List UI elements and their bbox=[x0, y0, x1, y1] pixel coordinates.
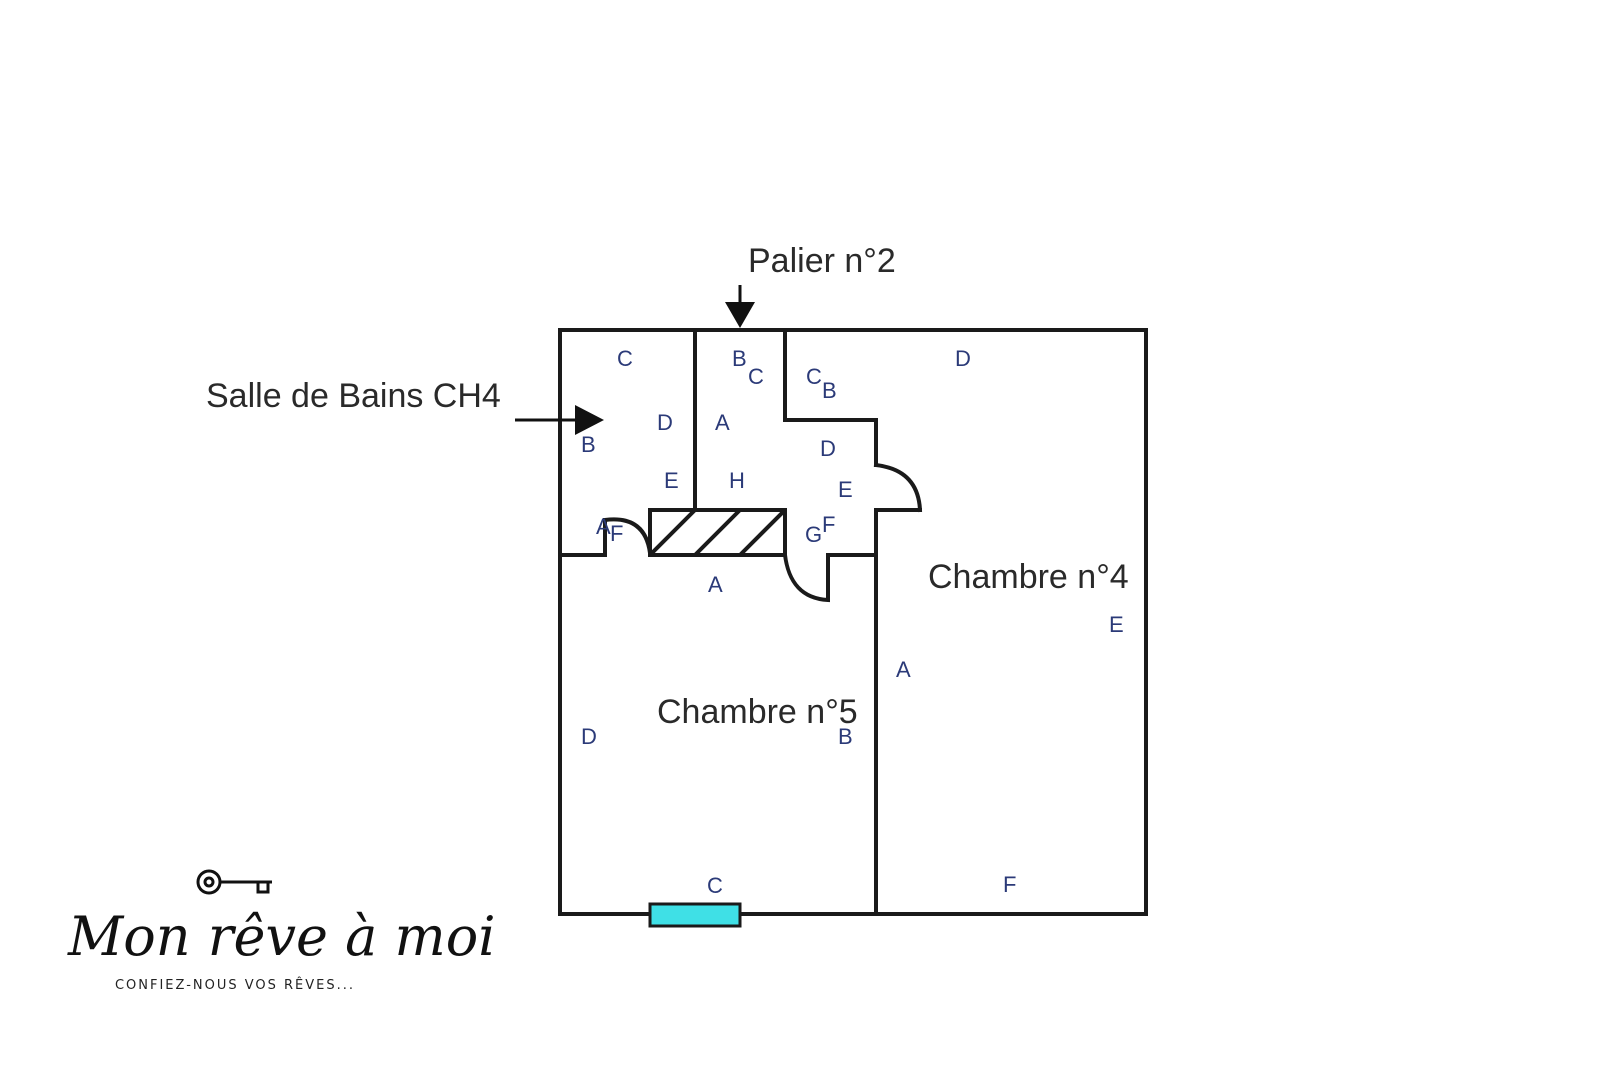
walls bbox=[558, 328, 1148, 916]
marker: F bbox=[610, 521, 623, 546]
label-palier: Palier n°2 bbox=[748, 242, 896, 280]
window bbox=[648, 902, 742, 928]
marker: C bbox=[748, 364, 764, 389]
label-chambre4: Chambre n°4 bbox=[928, 558, 1129, 596]
door-ch5 bbox=[782, 552, 878, 603]
label-salle-de-bains: Salle de Bains CH4 bbox=[206, 377, 501, 415]
logo-tagline: CONFIEZ-NOUS VOS RÊVES... bbox=[114, 978, 356, 993]
marker: B bbox=[838, 724, 853, 749]
marker: A bbox=[715, 410, 730, 435]
marker: C bbox=[707, 873, 723, 898]
wall-palier-ch4 bbox=[783, 328, 922, 916]
door-ch4 bbox=[873, 462, 923, 513]
logo: Mon rêve à moi bbox=[67, 869, 496, 968]
marker: B bbox=[581, 432, 596, 457]
marker: D bbox=[955, 346, 971, 371]
marker: E bbox=[1109, 612, 1124, 637]
marker: E bbox=[838, 477, 853, 502]
stair-hatch bbox=[648, 508, 787, 557]
label-chambre5: Chambre n°5 bbox=[657, 693, 858, 731]
marker: G bbox=[805, 522, 822, 547]
marker: D bbox=[657, 410, 673, 435]
marker: A bbox=[896, 657, 911, 682]
marker: F bbox=[1003, 872, 1016, 897]
logo-wordmark: Mon rêve à moi bbox=[67, 905, 496, 968]
marker: B bbox=[822, 378, 837, 403]
marker: A bbox=[708, 572, 723, 597]
key-icon bbox=[196, 869, 272, 895]
marker: A bbox=[596, 514, 611, 539]
marker: F bbox=[822, 512, 835, 537]
marker: C bbox=[806, 364, 822, 389]
outer-wall bbox=[558, 328, 1148, 916]
arrow-sdb bbox=[515, 405, 604, 435]
marker: D bbox=[581, 724, 597, 749]
marker: D bbox=[820, 436, 836, 461]
marker: B bbox=[732, 346, 747, 371]
arrow-palier bbox=[725, 285, 755, 328]
wall-markers: C D B E A F B C A H C B D E G F A D B C … bbox=[581, 346, 1124, 898]
marker: E bbox=[664, 468, 679, 493]
marker: C bbox=[617, 346, 633, 371]
wall-sdb-bottom bbox=[558, 518, 607, 557]
marker: H bbox=[729, 468, 745, 493]
